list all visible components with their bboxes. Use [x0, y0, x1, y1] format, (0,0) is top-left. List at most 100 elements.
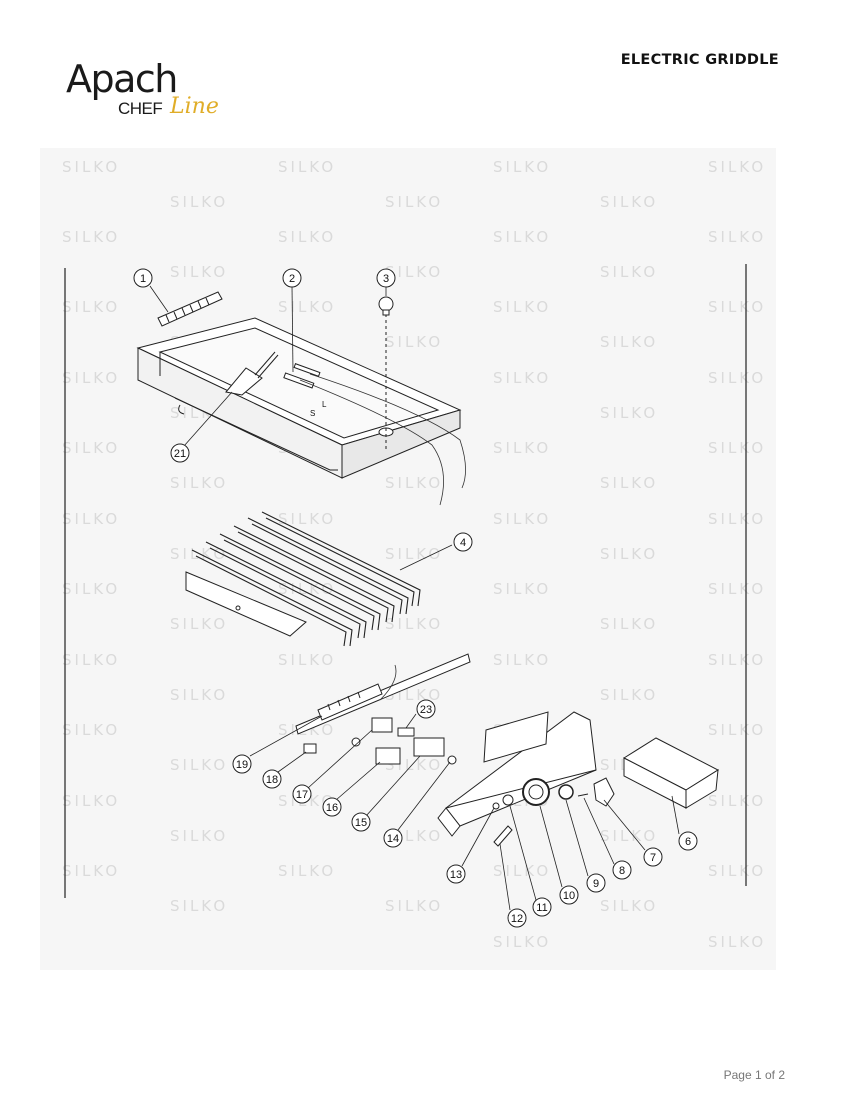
brand-name: Apach [66, 57, 178, 101]
watermark: SILKO [600, 404, 659, 422]
watermark: SILKO [170, 263, 229, 281]
watermark: SILKO [62, 158, 121, 176]
watermark: SILKO [170, 756, 229, 774]
watermark: SILKO [708, 369, 767, 387]
watermark: SILKO [170, 827, 229, 845]
watermark: SILKO [708, 158, 767, 176]
watermark: SILKO [385, 897, 444, 915]
svg-text:3: 3 [383, 273, 389, 285]
drip-tray [622, 737, 720, 809]
callout-12: 12 [507, 908, 527, 928]
svg-text:19: 19 [236, 759, 248, 771]
drawing-sheet [40, 148, 776, 970]
wire [309, 373, 466, 489]
callout-21: 21 [170, 443, 190, 463]
callout-1: 1 [133, 268, 153, 288]
watermark: SILKO [600, 474, 659, 492]
svg-text:13: 13 [450, 869, 462, 881]
watermark: SILKO [600, 827, 659, 845]
svg-text:11: 11 [536, 902, 547, 914]
watermark: SILKO [62, 651, 121, 669]
watermark: SILKO [708, 651, 767, 669]
watermark: SILKO [62, 369, 121, 387]
watermark: SILKO [170, 193, 229, 211]
watermark: SILKO [278, 862, 337, 880]
watermark: SILKO [170, 615, 229, 633]
watermark: SILKO [600, 686, 659, 704]
watermark: SILKO [493, 439, 552, 457]
watermark: SILKO [170, 686, 229, 704]
wire [379, 664, 397, 701]
back-strip [157, 291, 223, 327]
watermark: SILKO [493, 158, 552, 176]
watermark: SILKO [170, 545, 229, 563]
rail-bar [295, 653, 471, 735]
callout-8: 8 [612, 860, 632, 880]
heating-elements [191, 511, 421, 647]
label-s: S [310, 409, 315, 418]
switch-17 [351, 717, 393, 747]
knob-7 [593, 777, 615, 807]
probe-slots [283, 363, 321, 389]
callout-16: 16 [322, 797, 342, 817]
callout-23: 23 [416, 699, 436, 719]
label-l: L [322, 400, 327, 409]
watermark: SILKO [278, 510, 337, 528]
svg-text:7: 7 [650, 852, 656, 864]
watermark: SILKO [708, 580, 767, 598]
watermark: SILKO [708, 933, 767, 951]
watermark: SILKO [493, 580, 552, 598]
watermark: SILKO [600, 615, 659, 633]
svg-text:10: 10 [563, 890, 575, 902]
svg-text:2: 2 [289, 273, 295, 285]
watermark: SILKO [708, 721, 767, 739]
callout-6: 6 [678, 831, 698, 851]
callout-10: 10 [559, 885, 579, 905]
svg-text:18: 18 [266, 774, 278, 786]
relay-16 [375, 747, 401, 765]
drain-cap [378, 296, 394, 316]
svg-text:8: 8 [619, 865, 625, 877]
svg-text:4: 4 [460, 537, 466, 549]
svg-text:12: 12 [511, 913, 523, 925]
watermark: SILKO [62, 580, 121, 598]
watermark: SILKO [385, 474, 444, 492]
watermark: SILKO [493, 369, 552, 387]
svg-text:15: 15 [355, 817, 367, 829]
svg-text:16: 16 [326, 802, 338, 814]
watermark: SILKO [62, 721, 121, 739]
watermark: SILKO [62, 228, 121, 246]
svg-text:17: 17 [296, 789, 308, 801]
watermark: SILKO [493, 651, 552, 669]
watermark: SILKO [493, 510, 552, 528]
svg-text:6: 6 [685, 836, 691, 848]
watermark: SILKO [62, 298, 121, 316]
watermark: SILKO [385, 545, 444, 563]
watermark: SILKO [708, 228, 767, 246]
watermark: SILKO [62, 792, 121, 810]
watermark: SILKO [493, 298, 552, 316]
watermark: SILKO [385, 263, 444, 281]
watermark: SILKO [600, 333, 659, 351]
callout-17: 17 [292, 784, 312, 804]
watermark: SILKO [493, 228, 552, 246]
brand-logo: Apach CHEF Line [66, 58, 226, 128]
watermark: SILKO [278, 298, 337, 316]
watermark: SILKO [278, 158, 337, 176]
watermark: SILKO [600, 897, 659, 915]
watermark: SILKO [600, 263, 659, 281]
screw-12 [493, 825, 513, 847]
callout-18: 18 [262, 769, 282, 789]
watermark: SILKO [600, 545, 659, 563]
brand-sub-chef: CHEF [118, 99, 163, 118]
watermark: SILKO [62, 510, 121, 528]
callout-9: 9 [586, 873, 606, 893]
indicator-13 [492, 802, 500, 810]
svg-text:21: 21 [174, 448, 186, 460]
bezel-9 [558, 784, 574, 800]
watermark: SILKO [708, 439, 767, 457]
pilot-11 [502, 794, 514, 806]
watermark: SILKO [278, 651, 337, 669]
watermark: SILKO [385, 193, 444, 211]
watermark: SILKO [493, 862, 552, 880]
